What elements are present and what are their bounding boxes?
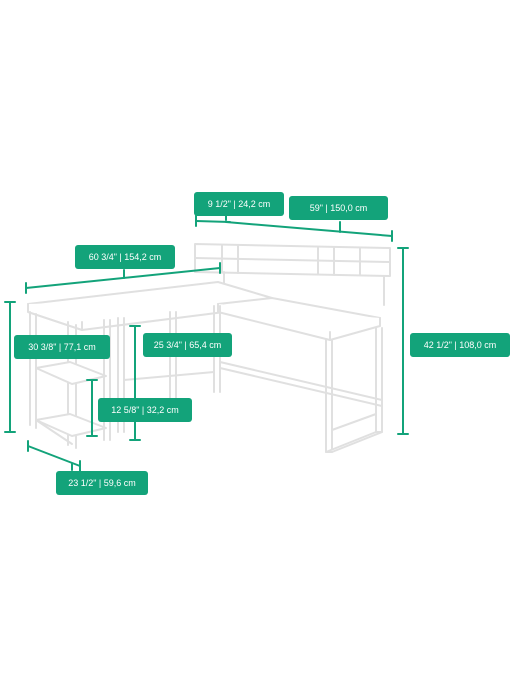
shelf-height-line: [86, 379, 98, 437]
desk-height-label: 30 3/8" | 77,1 cm: [14, 335, 110, 359]
hutch-width-line: [225, 221, 393, 242]
overall-height-label: 42 1/2" | 108,0 cm: [410, 333, 510, 357]
overall-height-line: [397, 247, 409, 435]
left-shelf-unit: [29, 311, 111, 449]
l-desk-drawing: [27, 243, 391, 453]
knee-height-label: 25 3/4" | 65,4 cm: [143, 333, 232, 357]
hutch: [194, 243, 391, 306]
return-top: [217, 297, 381, 341]
desk-width-line: [25, 262, 221, 294]
desk-height-line: [4, 301, 16, 433]
return-frame: [219, 327, 383, 453]
hutch-width-label: 59" | 150,0 cm: [289, 196, 388, 220]
shelf-height-label: 12 5/8" | 32,2 cm: [98, 398, 192, 422]
desk-depth-line: [27, 440, 81, 472]
knee-height-line: [129, 325, 141, 441]
desk-width-label: 60 3/4" | 154,2 cm: [75, 245, 175, 269]
hutch-depth-label: 9 1/2" | 24,2 cm: [194, 192, 284, 216]
desk-depth-label: 23 1/2" | 59,6 cm: [56, 471, 148, 495]
dimension-lines: [4, 211, 409, 472]
